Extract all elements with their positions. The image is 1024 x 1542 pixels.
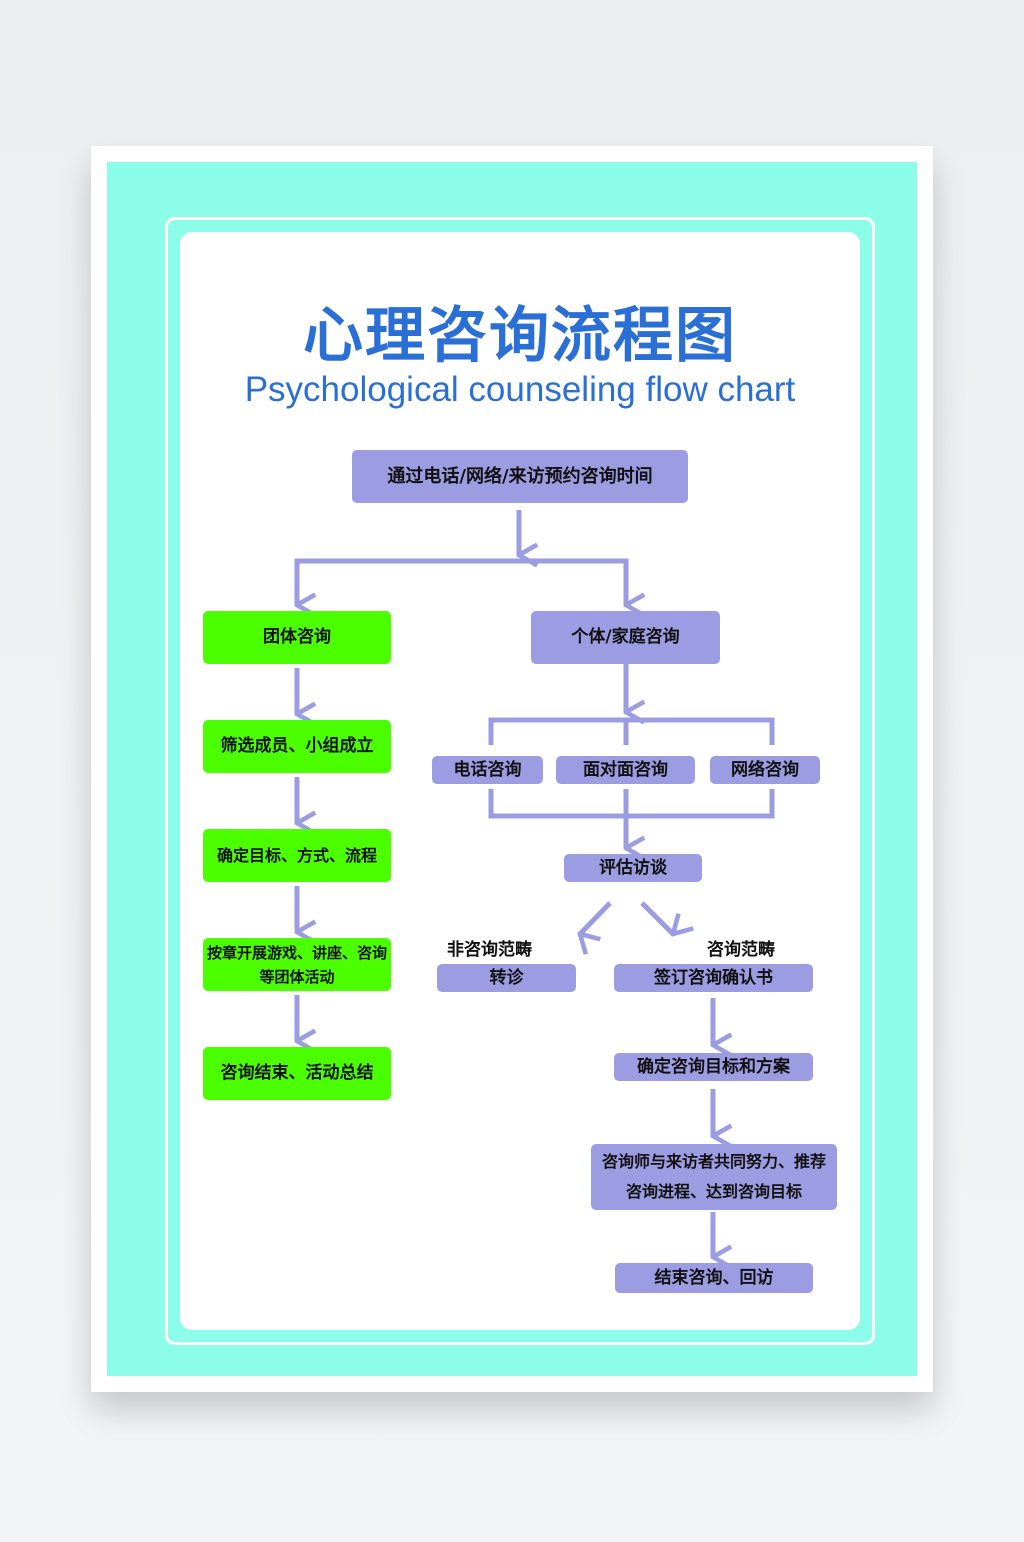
channel-face-to-face-box: 面对面咨询 [556, 756, 695, 784]
channels-top-bracket [488, 717, 775, 745]
white-border-ring [165, 217, 875, 1345]
individual-step-box: 结束咨询、回访 [615, 1263, 813, 1293]
individual-step-box: 确定咨询目标和方案 [614, 1053, 813, 1081]
group-step-box: 按章开展游戏、讲座、咨询等团体活动 [203, 938, 391, 991]
arrow-diag-right [640, 901, 673, 934]
individual-step-box: 签订咨询确认书 [614, 964, 813, 992]
title-english: Psychological counseling flow chart [244, 370, 796, 409]
group-step-box: 咨询结束、活动总结 [203, 1047, 391, 1100]
group-step-box: 确定目标、方式、流程 [203, 829, 391, 882]
start-box: 通过电话/网络/来访预约咨询时间 [352, 450, 688, 503]
non-scope-label: 非咨询范畴 [447, 940, 532, 960]
assessment-box: 评估访谈 [564, 854, 702, 882]
group-counseling-box: 团体咨询 [203, 611, 391, 664]
referral-box: 转诊 [437, 964, 576, 992]
title-chinese: 心理咨询流程图 [303, 301, 737, 371]
scope-label: 咨询范畴 [707, 940, 775, 960]
channel-online-box: 网络咨询 [710, 756, 820, 784]
channels-bottom-bracket [488, 789, 775, 819]
individual-counseling-box: 个体/家庭咨询 [531, 611, 720, 664]
split-line [294, 558, 629, 605]
channel-phone-box: 电话咨询 [432, 756, 543, 784]
group-step-box: 筛选成员、小组成立 [203, 720, 391, 773]
arrow-diag-left [580, 901, 612, 934]
individual-step-box: 咨询师与来访者共同努力、推荐咨询进程、达到咨询目标 [591, 1144, 837, 1210]
